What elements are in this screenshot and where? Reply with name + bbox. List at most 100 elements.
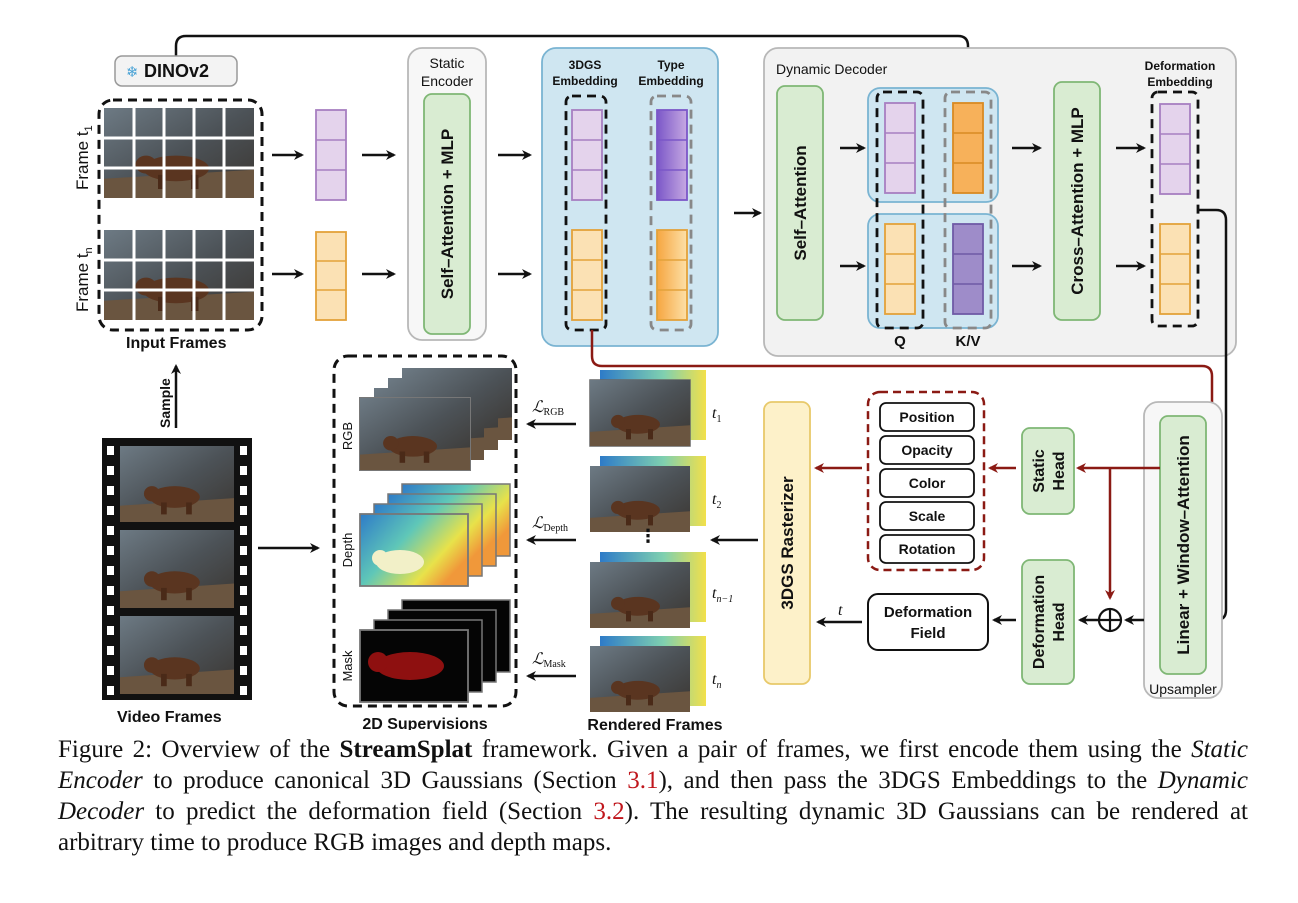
static-head-label-2: Head: [1051, 451, 1068, 490]
static-head-label-1: Static: [1031, 449, 1048, 493]
token-orange-1: [315, 231, 347, 321]
type-token-orange: [656, 229, 688, 321]
rendered-frame-t2: [590, 456, 706, 532]
deformation-head-block: [1021, 559, 1075, 685]
gs-embedding-title-1: 3DGS: [569, 58, 602, 72]
rendered-ellipsis: ⋮: [639, 526, 657, 546]
attr-position-box: [879, 402, 975, 432]
dynamic-decoder-title: Dynamic Decoder: [776, 61, 888, 77]
deformation-field-label-2: Field: [910, 625, 945, 642]
caption-text-4: ), and then pass the 3DGS Embeddings to …: [658, 767, 1158, 794]
input-frames-label: Input Frames: [126, 335, 227, 352]
q-group: [875, 90, 925, 330]
frame-tn-patches: [104, 230, 254, 320]
self-attn-mlp-block: [423, 93, 471, 335]
caption-static-encoder: Static Encoder: [58, 736, 1248, 794]
supervisions-group: [332, 354, 518, 708]
rendered-frames-label: Rendered Frames: [587, 717, 722, 730]
caption-text-2: framework. Given a pair of frames, we fi…: [472, 736, 1192, 763]
mask-stack: [359, 599, 511, 703]
frame-t1-patches: [104, 108, 254, 198]
sample-label: Sample: [157, 378, 173, 428]
type-token-purple: [656, 109, 688, 201]
tn1-label: tn−1: [712, 585, 733, 605]
frame-tn-label: Frame tn: [73, 247, 95, 312]
t1-label: t1: [712, 405, 721, 425]
figure-caption: Figure 2: Overview of the StreamSplat fr…: [58, 734, 1248, 858]
mask-label: Mask: [340, 650, 355, 682]
gs-token-orange: [571, 229, 603, 321]
caption-dynamic-decoder: Dynamic Decoder: [58, 767, 1248, 825]
deform-token-purple: [1159, 103, 1191, 195]
tn-label: tn: [712, 671, 721, 691]
deform-token-orange: [1159, 223, 1191, 315]
rendered-frame-t1: [589, 370, 706, 447]
q-label: Q: [894, 333, 906, 350]
attr-opacity-label: Opacity: [901, 442, 953, 458]
deformation-head-label-1: Deformation: [1031, 575, 1048, 669]
caption-method-name: StreamSplat: [339, 736, 473, 763]
q-token-purple: [884, 102, 916, 194]
kv-group: [943, 90, 993, 330]
gs-token-purple: [571, 109, 603, 201]
upsampler-label: Upsampler: [1149, 681, 1217, 697]
deformation-embedding-title-2: Embedding: [1147, 75, 1212, 89]
deformation-field-box: [867, 593, 989, 651]
type-embedding-title-2: Embedding: [638, 74, 703, 88]
supervisions-label: 2D Supervisions: [362, 716, 487, 730]
deformation-head-label-2: Head: [1051, 602, 1068, 641]
attr-color-label: Color: [909, 475, 946, 491]
framework-diagram: ❄ DINOv2 Frame t1 Frame tn Input Frames …: [73, 34, 1237, 730]
kv-label: K/V: [955, 333, 980, 350]
t2-label: t2: [712, 491, 721, 511]
static-head-block: [1021, 427, 1075, 515]
gaussian-attributes-group: [866, 390, 986, 572]
attr-scale-box: [879, 501, 975, 531]
deformation-field-label-1: Deformation: [884, 604, 972, 621]
dinov2-box: [114, 55, 238, 87]
self-attention-label: Self–Attention: [791, 145, 810, 260]
depth-stack: [359, 483, 511, 587]
loss-mask-label: ℒMask: [532, 651, 566, 670]
caption-text-5: to predict the deformation field (Sectio…: [144, 798, 594, 825]
caption-text-1: Overview of the: [152, 736, 340, 763]
rendered-frame-tn: [590, 636, 706, 712]
attr-rotation-box: [879, 534, 975, 564]
caption-text-3: to produce canonical 3D Gaussians (Secti…: [142, 767, 628, 794]
input-frames-group: [97, 98, 264, 332]
attr-rotation-label: Rotation: [899, 541, 956, 557]
rasterizer-block: [763, 401, 811, 685]
rgb-label: RGB: [340, 422, 355, 450]
kv-token-orange: [952, 102, 984, 194]
q-token-orange: [884, 223, 916, 315]
caption-section-ref-2[interactable]: 3.2: [593, 798, 625, 825]
loss-depth-label: ℒDepth: [532, 515, 568, 534]
static-encoder-title-2: Encoder: [421, 73, 473, 89]
rendered-frame-tn1: [590, 552, 706, 628]
rgb-stack: [359, 368, 512, 471]
linear-window-attn-label: Linear + Window–Attention: [1174, 435, 1193, 654]
depth-label: Depth: [340, 533, 355, 568]
rasterizer-label: 3DGS Rasterizer: [778, 476, 797, 610]
deformation-embedding-title-1: Deformation: [1145, 59, 1216, 73]
dinov2-label: DINOv2: [144, 61, 209, 81]
self-attn-mlp-label: Self–Attention + MLP: [438, 129, 457, 299]
caption-text-6: ). The resulting dynamic 3D Gaussians ca…: [58, 798, 1249, 856]
caption-section-ref-1[interactable]: 3.1: [627, 767, 659, 794]
embedding-panel: [541, 47, 719, 347]
linear-window-attn-block: [1159, 415, 1207, 675]
type-embedding-title-1: Type: [657, 58, 684, 72]
token-purple-1: [315, 109, 347, 201]
video-frames-filmstrip: [102, 438, 252, 700]
loss-rgb-label: ℒRGB: [532, 399, 564, 418]
gs-embedding-title-2: Embedding: [552, 74, 617, 88]
snowflake-icon: ❄: [126, 64, 139, 81]
static-encoder-title-1: Static: [429, 55, 464, 71]
cross-attn-mlp-label: Cross–Attention + MLP: [1068, 107, 1087, 295]
kv-token-purple: [952, 223, 984, 315]
t-label: t: [838, 602, 843, 619]
caption-figure-label: Figure 2:: [58, 736, 153, 763]
attr-position-label: Position: [899, 409, 954, 425]
attr-opacity-box: [879, 435, 975, 465]
self-attention-block: [776, 85, 824, 321]
